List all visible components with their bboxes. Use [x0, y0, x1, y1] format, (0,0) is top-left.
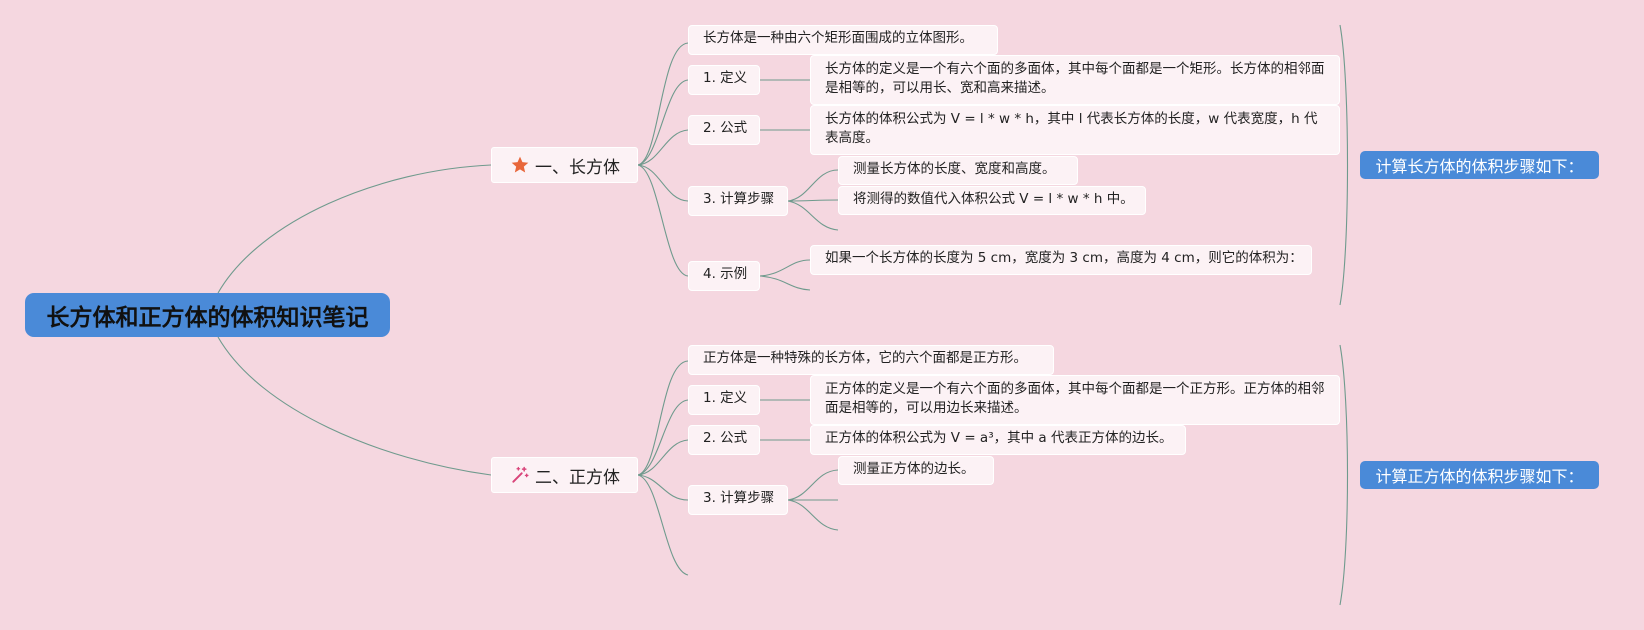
- cube-step-1[interactable]: 测量正方体的边长。: [838, 456, 994, 485]
- cuboid-formula-text[interactable]: 长方体的体积公式为 V = l * w * h，其中 l 代表长方体的长度，w …: [810, 105, 1340, 155]
- cuboid-definition-label[interactable]: 1. 定义: [688, 65, 760, 95]
- cuboid-example-text[interactable]: 如果一个长方体的长度为 5 cm，宽度为 3 cm，高度为 4 cm，则它的体积…: [810, 245, 1312, 275]
- cuboid-definition-text[interactable]: 长方体的定义是一个有六个面的多面体，其中每个面都是一个矩形。长方体的相邻面是相等…: [810, 55, 1340, 105]
- cuboid-summary[interactable]: 计算长方体的体积步骤如下：: [1360, 151, 1599, 179]
- branch-label: 二、正方体: [535, 467, 620, 488]
- cuboid-formula-label[interactable]: 2. 公式: [688, 115, 760, 145]
- label-text: 4. 示例: [703, 266, 748, 282]
- star-icon: [509, 154, 531, 176]
- step-text: 测量正方体的边长。: [853, 461, 975, 477]
- cube-intro[interactable]: 正方体是一种特殊的长方体，它的六个面都是正方形。: [688, 345, 1054, 375]
- detail-text: 正方体的体积公式为 V = a³，其中 a 代表正方体的边长。: [825, 430, 1173, 446]
- intro-text: 长方体是一种由六个矩形面围成的立体图形。: [703, 30, 973, 46]
- detail-text: 长方体的体积公式为 V = l * w * h，其中 l 代表长方体的长度，w …: [825, 111, 1318, 146]
- cube-formula-label[interactable]: 2. 公式: [688, 425, 760, 455]
- summary-text: 计算长方体的体积步骤如下：: [1375, 157, 1584, 176]
- label-text: 1. 定义: [703, 390, 748, 406]
- branch-cube[interactable]: 二、正方体: [491, 457, 638, 493]
- step-text: 测量长方体的长度、宽度和高度。: [853, 161, 1056, 177]
- cube-steps-label[interactable]: 3. 计算步骤: [688, 485, 788, 515]
- cuboid-step-2[interactable]: 将测得的数值代入体积公式 V = l * w * h 中。: [838, 186, 1146, 215]
- label-text: 1. 定义: [703, 70, 748, 86]
- detail-text: 如果一个长方体的长度为 5 cm，宽度为 3 cm，高度为 4 cm，则它的体积…: [825, 250, 1303, 266]
- label-text: 3. 计算步骤: [703, 191, 775, 207]
- label-text: 3. 计算步骤: [703, 490, 775, 506]
- cube-definition-label[interactable]: 1. 定义: [688, 385, 760, 415]
- cube-formula-text[interactable]: 正方体的体积公式为 V = a³，其中 a 代表正方体的边长。: [810, 425, 1186, 455]
- step-text: 将测得的数值代入体积公式 V = l * w * h 中。: [853, 191, 1134, 207]
- summary-text: 计算正方体的体积步骤如下：: [1375, 467, 1584, 486]
- root-title: 长方体和正方体的体积知识笔记: [46, 305, 369, 331]
- cube-definition-text[interactable]: 正方体的定义是一个有六个面的多面体，其中每个面都是一个正方形。正方体的相邻面是相…: [810, 375, 1340, 425]
- branch-label: 一、长方体: [535, 157, 620, 178]
- branch-cuboid[interactable]: 一、长方体: [491, 147, 638, 183]
- cube-summary[interactable]: 计算正方体的体积步骤如下：: [1360, 461, 1599, 489]
- cuboid-intro[interactable]: 长方体是一种由六个矩形面围成的立体图形。: [688, 25, 998, 55]
- detail-text: 长方体的定义是一个有六个面的多面体，其中每个面都是一个矩形。长方体的相邻面是相等…: [825, 61, 1325, 96]
- intro-text: 正方体是一种特殊的长方体，它的六个面都是正方形。: [703, 350, 1027, 366]
- magic-wand-icon: [509, 464, 531, 486]
- cuboid-steps-label[interactable]: 3. 计算步骤: [688, 186, 788, 216]
- label-text: 2. 公式: [703, 120, 748, 136]
- label-text: 2. 公式: [703, 430, 748, 446]
- root-topic[interactable]: 长方体和正方体的体积知识笔记: [25, 293, 390, 337]
- cuboid-step-1[interactable]: 测量长方体的长度、宽度和高度。: [838, 156, 1078, 185]
- detail-text: 正方体的定义是一个有六个面的多面体，其中每个面都是一个正方形。正方体的相邻面是相…: [825, 381, 1325, 416]
- cuboid-example-label[interactable]: 4. 示例: [688, 261, 760, 291]
